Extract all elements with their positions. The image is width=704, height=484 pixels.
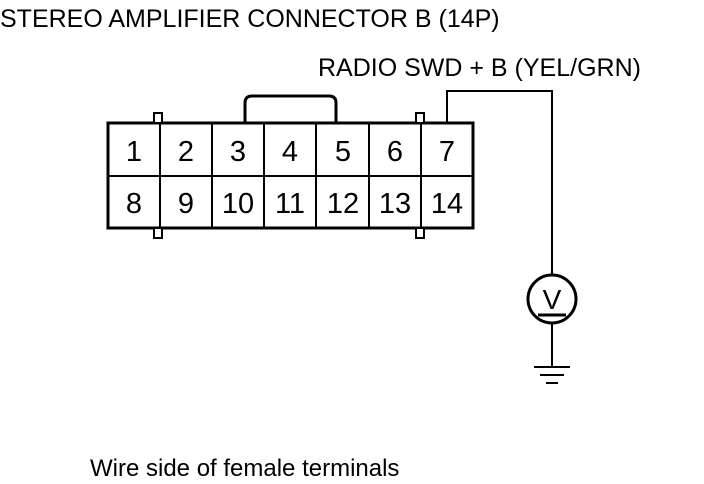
probe-wire (446, 90, 553, 276)
diagram-caption: Wire side of female terminals (90, 455, 399, 482)
connector-latch (243, 94, 338, 123)
diagram-title: STEREO AMPLIFIER CONNECTOR B (14P) (0, 5, 500, 33)
pin-7: 7 (439, 136, 455, 168)
wire-label: RADIO SWD + B (YEL/GRN) (318, 54, 641, 82)
pin-14: 14 (431, 188, 463, 220)
pin-labels: 1 2 3 4 5 6 7 8 9 10 11 12 13 14 (126, 136, 463, 220)
pin-grid (159, 122, 422, 229)
pin-2: 2 (178, 136, 194, 168)
pin-11: 11 (275, 188, 305, 220)
pin-13: 13 (379, 188, 411, 220)
pin-10: 10 (222, 188, 254, 220)
voltmeter-icon: V (526, 273, 578, 325)
pin-6: 6 (387, 136, 403, 168)
pin-3: 3 (230, 136, 246, 168)
pin-8: 8 (126, 188, 142, 220)
connector-keys (153, 112, 425, 239)
ground-icon (534, 366, 570, 384)
pin-12: 12 (327, 188, 359, 220)
voltmeter-symbol: V (543, 284, 562, 315)
pin-1: 1 (126, 136, 142, 168)
pin-4: 4 (282, 136, 298, 168)
pin-9: 9 (178, 188, 194, 220)
pin-5: 5 (335, 136, 351, 168)
